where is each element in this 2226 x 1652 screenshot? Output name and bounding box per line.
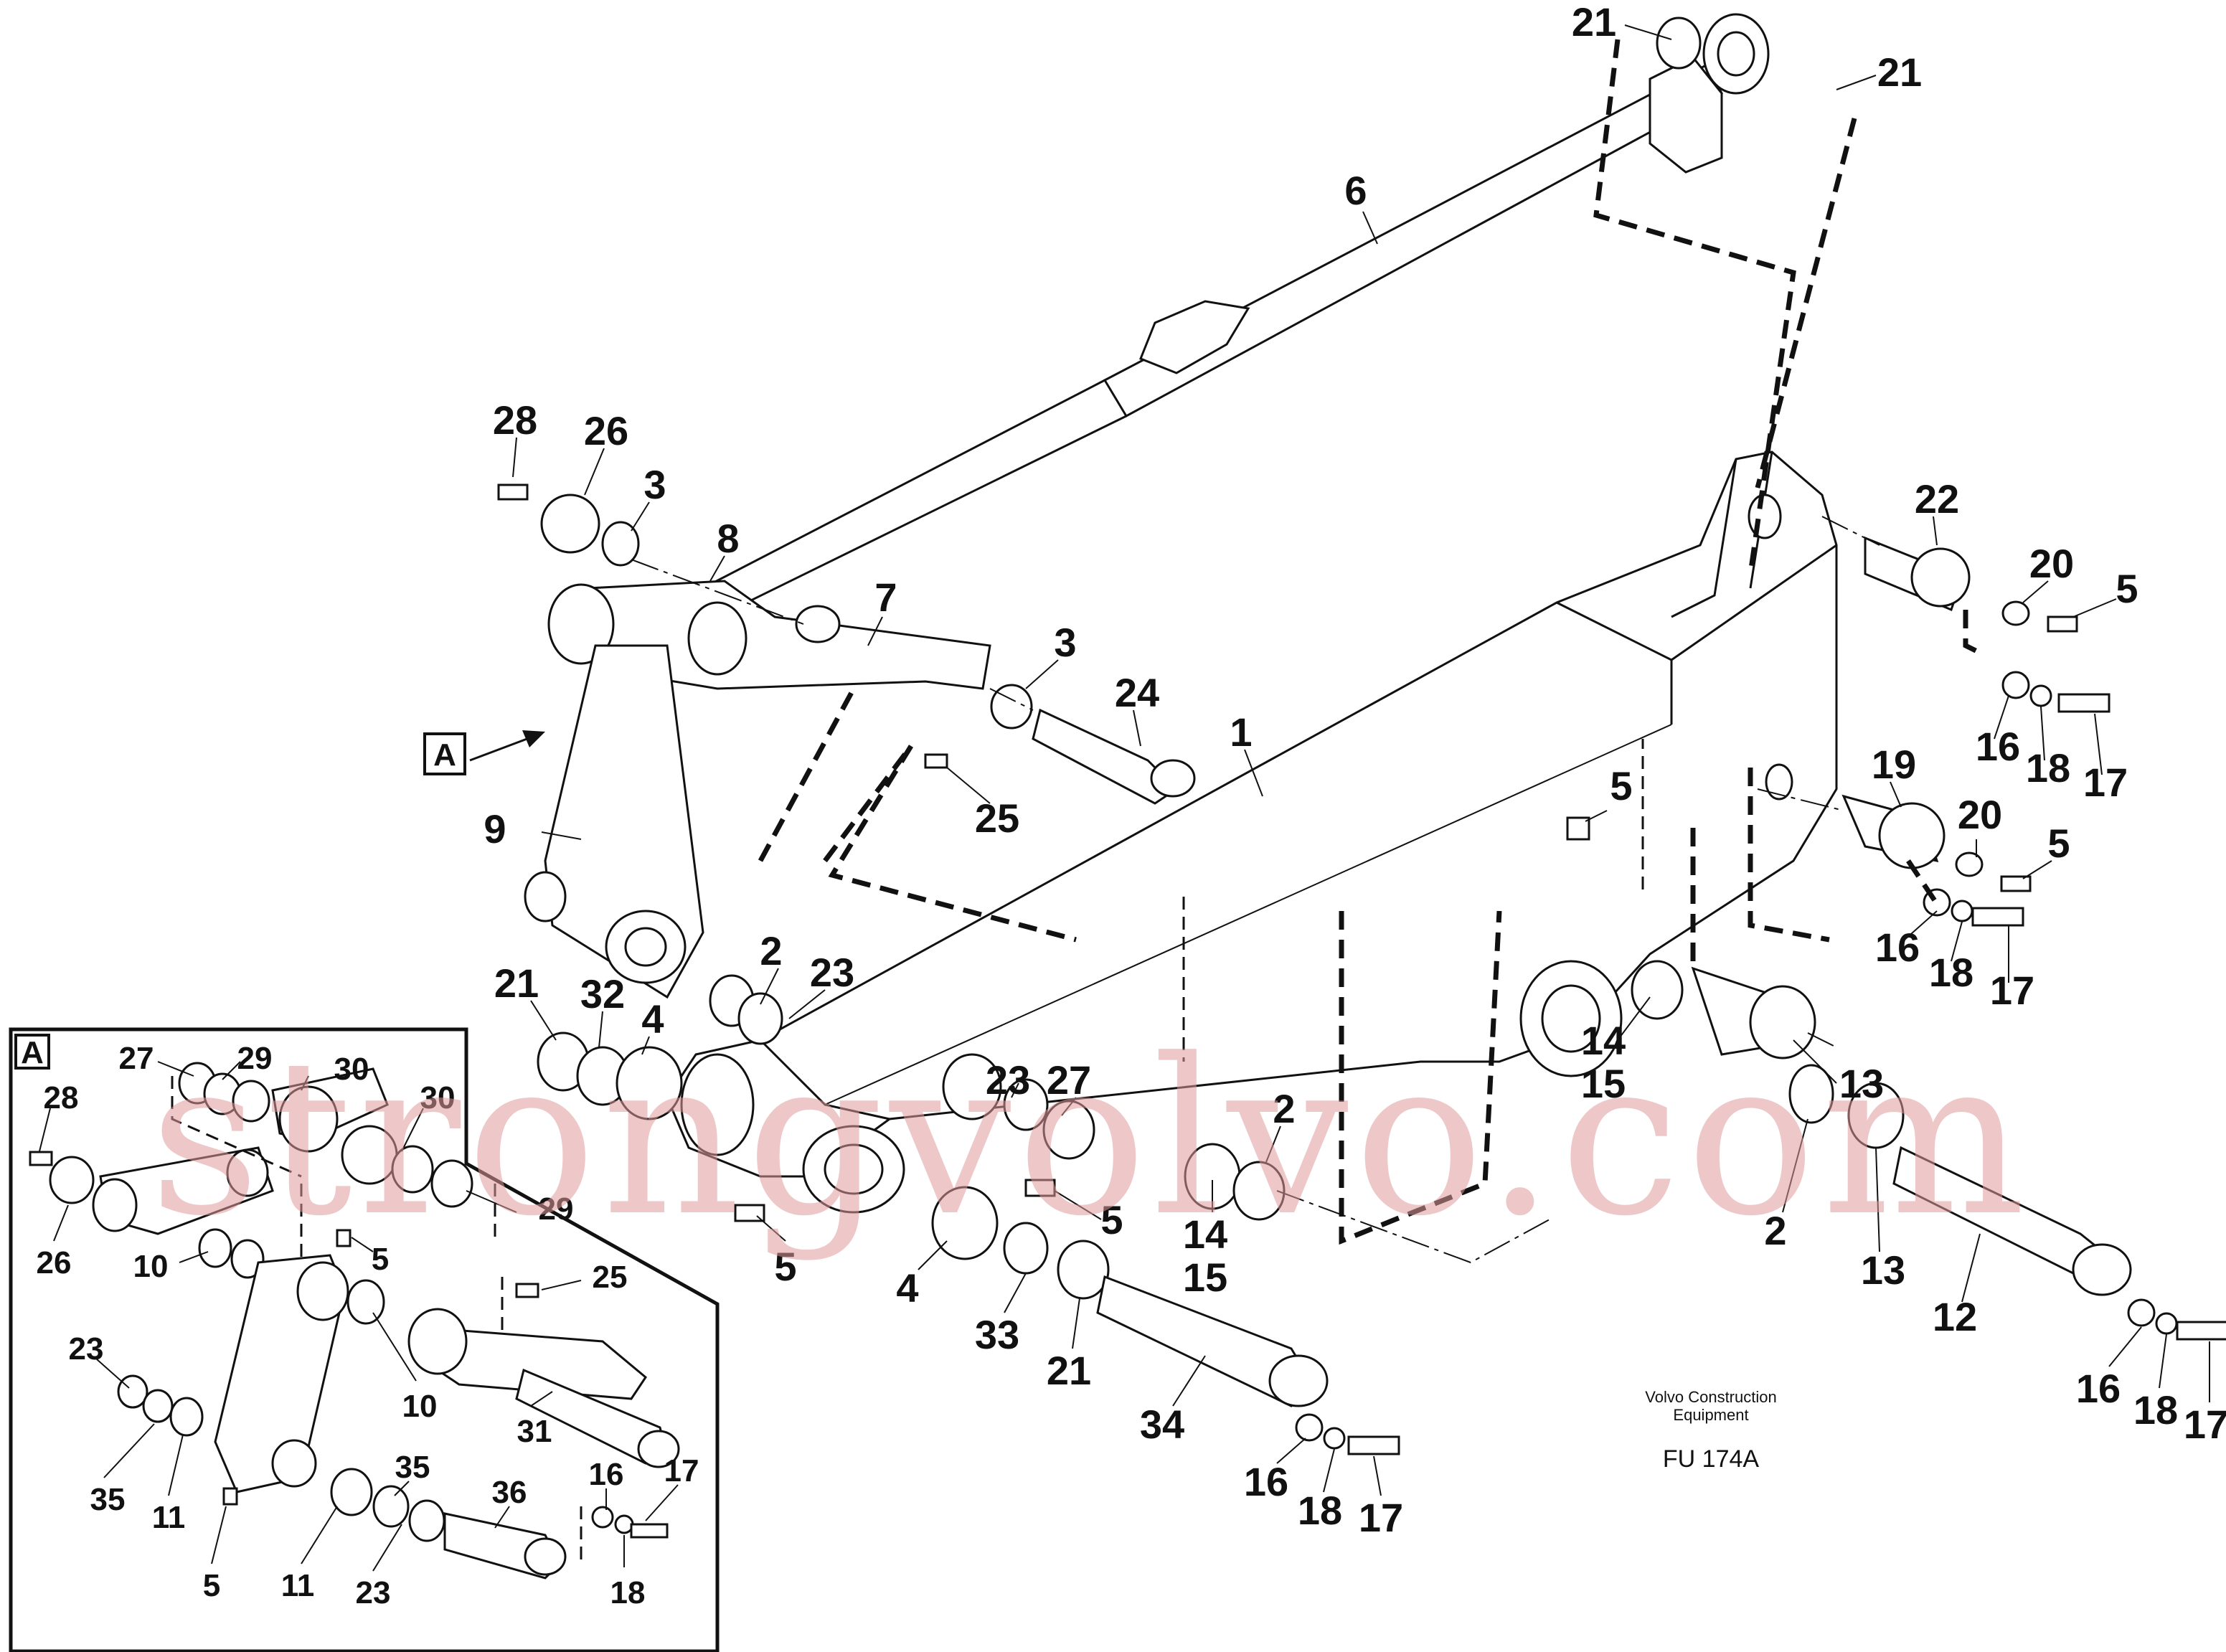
callout: 23 xyxy=(986,1057,1030,1103)
figure-code: FU 174A xyxy=(1663,1445,1759,1473)
watermark: strongvolvo.com xyxy=(149,1013,2031,1263)
callout: 13 xyxy=(1839,1061,1884,1106)
callout: 18 xyxy=(1298,1488,1342,1533)
callout: 28 xyxy=(44,1080,79,1115)
callout: 22 xyxy=(1915,476,1959,521)
callout: 7 xyxy=(874,575,897,620)
callout: 18 xyxy=(2026,745,2070,790)
callout: 11 xyxy=(152,1500,186,1535)
callout: 16 xyxy=(2076,1366,2121,1411)
callout: 10 xyxy=(402,1389,438,1424)
callout: 14 xyxy=(1183,1212,1227,1257)
callout: 34 xyxy=(1140,1402,1184,1447)
callout: 29 xyxy=(539,1191,574,1227)
callout: 18 xyxy=(1929,950,1973,995)
callouts-main: 21 21 6 28 26 3 8 7 3 24 22 20 5 16 18 1… xyxy=(484,0,2226,1540)
callout: 24 xyxy=(1115,670,1159,715)
callout: 29 xyxy=(237,1041,273,1076)
callout: 25 xyxy=(975,796,1019,841)
callout: 30 xyxy=(334,1052,369,1087)
callout: 21 xyxy=(1047,1348,1091,1393)
callout: 16 xyxy=(589,1457,624,1492)
callout: 23 xyxy=(356,1575,391,1610)
callout: 5 xyxy=(372,1242,389,1277)
callout: 17 xyxy=(2083,760,2128,805)
callout: 18 xyxy=(610,1575,646,1610)
callout: 21 xyxy=(1572,0,1616,44)
callout: 13 xyxy=(1861,1247,1905,1293)
publisher-line1: Volvo Construction xyxy=(1645,1388,1776,1406)
loose-parts xyxy=(497,483,2226,1455)
callout: 27 xyxy=(119,1041,154,1076)
callout: 4 xyxy=(641,996,664,1042)
callout: 23 xyxy=(69,1331,104,1367)
callout: 2 xyxy=(760,928,782,973)
callout: 14 xyxy=(1581,1018,1626,1063)
callout: 2 xyxy=(1273,1086,1295,1131)
callout: 35 xyxy=(90,1482,126,1517)
callout: 2 xyxy=(1764,1208,1786,1253)
callout: 15 xyxy=(1581,1061,1626,1106)
callout: 5 xyxy=(2116,566,2138,611)
callout: 10 xyxy=(133,1249,169,1284)
callout: 25 xyxy=(593,1260,628,1295)
callouts-detail: 27 29 30 28 30 29 26 5 10 25 10 23 31 35… xyxy=(37,1041,699,1610)
callout: 1 xyxy=(1230,709,1252,755)
callout: 27 xyxy=(1047,1057,1091,1103)
linkage xyxy=(524,580,991,999)
callout: 30 xyxy=(420,1080,456,1115)
callout: 8 xyxy=(717,516,739,561)
callout: 21 xyxy=(1877,49,1922,95)
callout: 5 xyxy=(774,1244,796,1289)
callout: 17 xyxy=(664,1453,699,1488)
callout: 20 xyxy=(2029,541,2074,586)
callout: 21 xyxy=(494,960,539,1006)
callout: 15 xyxy=(1183,1255,1227,1300)
callout: 26 xyxy=(584,408,628,453)
detail-marker-a[interactable]: A xyxy=(423,730,545,775)
callout: 33 xyxy=(975,1312,1019,1357)
callout: 23 xyxy=(810,950,854,995)
assembly-lines xyxy=(631,39,1981,1264)
callout: 20 xyxy=(1958,792,2002,837)
callout: 5 xyxy=(1610,763,1632,808)
callout: 17 xyxy=(1990,968,2034,1013)
callout: 35 xyxy=(395,1450,430,1485)
callout: 28 xyxy=(493,397,537,443)
callout: 16 xyxy=(1875,925,1920,970)
callout: 26 xyxy=(37,1245,72,1280)
publisher-line2: Equipment xyxy=(1673,1406,1748,1424)
callout: 18 xyxy=(2133,1387,2178,1432)
callout: 16 xyxy=(1976,724,2020,769)
callout: 11 xyxy=(281,1568,315,1603)
callout: 5 xyxy=(1100,1197,1123,1242)
hydraulic-cylinder xyxy=(687,13,1770,618)
callout: 9 xyxy=(484,806,506,851)
callout: 31 xyxy=(517,1414,552,1449)
callout: 16 xyxy=(1244,1459,1288,1504)
callout: 4 xyxy=(896,1265,918,1311)
callout: 3 xyxy=(643,462,666,507)
callout: 3 xyxy=(1054,620,1076,665)
callout: 17 xyxy=(1359,1495,1403,1540)
callout: 32 xyxy=(580,971,625,1016)
inset-label: A xyxy=(21,1035,44,1070)
callout: 17 xyxy=(2184,1402,2226,1447)
callout: 5 xyxy=(203,1568,220,1603)
callout: 5 xyxy=(2047,821,2070,866)
callout: 19 xyxy=(1872,742,1916,787)
callout: 12 xyxy=(1933,1294,1977,1339)
boom-arm xyxy=(666,450,1838,1214)
callout: 6 xyxy=(1344,168,1367,213)
callout: 36 xyxy=(492,1475,527,1510)
detail-view-a: A xyxy=(9,1027,720,1652)
detail-marker-label: A xyxy=(433,737,456,773)
